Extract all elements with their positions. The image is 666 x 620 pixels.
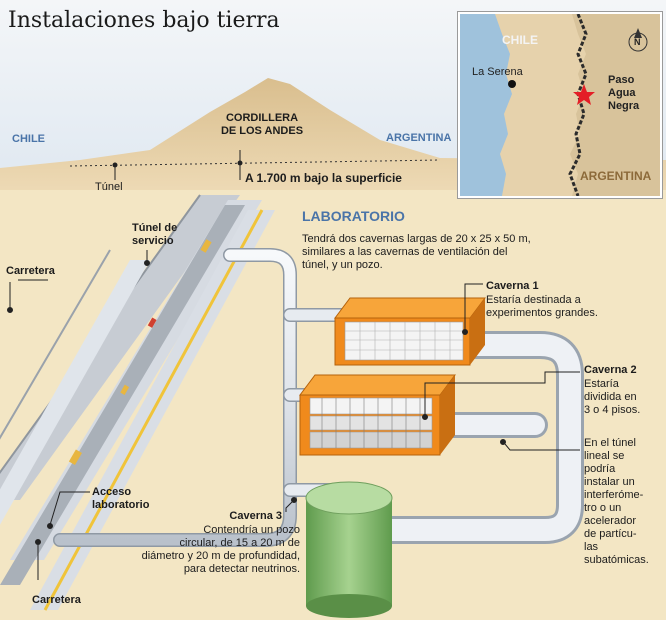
caverna-1-line1: Estaría destinada a — [486, 294, 581, 306]
tunel-lineal-line7: acelerador — [584, 515, 636, 527]
laboratorio-desc-line1: Tendrá dos cavernas largas de 20 x 25 x … — [302, 233, 531, 245]
caverna-2-title: Caverna 2 — [584, 364, 637, 376]
tunel-lineal-line1: En el túnel — [584, 437, 636, 449]
acceso-label-line1: Acceso — [92, 486, 132, 498]
tunel-lineal-line10: subatómicas. — [584, 554, 649, 566]
linear-tunnel — [366, 331, 584, 544]
caverna-1-line2: experimentos grandes. — [486, 307, 598, 319]
laboratorio-desc-line2: similares a las cavernas de ventilación … — [302, 246, 508, 258]
map-la-serena-label: La Serena — [472, 66, 523, 78]
caverna-3-line3: diámetro y 20 m de profundidad, — [141, 550, 300, 562]
tunnel-line — [69, 159, 441, 167]
cross-section-argentina-label: ARGENTINA — [386, 132, 452, 144]
tunel-lineal-line8: de partícu- — [584, 528, 637, 540]
acceso-label-line2: laboratorio — [92, 499, 150, 511]
caverna-3-line4: para detectar neutrinos. — [183, 563, 300, 575]
caverna-3-line2: circular, de 15 a 20 m de — [179, 537, 300, 549]
map-chile-label: CHILE — [502, 33, 538, 47]
tunel-label: Túnel — [95, 181, 123, 193]
laboratorio-desc-line3: túnel, y un pozo. — [302, 259, 383, 271]
caverna-3-title: Caverna 3 — [229, 510, 282, 522]
tunel-lineal-line5: interferóme- — [584, 489, 644, 501]
tunel-servicio-label-line1: Túnel de — [132, 222, 178, 234]
caverna-1 — [334, 297, 486, 366]
map-argentina-label: ARGENTINA — [580, 169, 652, 183]
tunel-lineal-line9: las — [584, 541, 599, 553]
tunel-lineal-line3: podría — [584, 463, 616, 475]
caverna-1-title: Caverna 1 — [486, 280, 539, 292]
caverna-3 — [305, 481, 393, 618]
tunel-lineal-line2: lineal se — [584, 450, 625, 462]
laboratorio-title: LABORATORIO — [302, 208, 405, 224]
vehicles — [68, 239, 212, 466]
map-paso-label-line2: Agua — [608, 87, 636, 99]
caverna-3-line1: Contendría un pozo — [203, 524, 300, 536]
caverna-2 — [299, 374, 456, 456]
caverna-2-line3: 3 o 4 pisos. — [584, 404, 641, 416]
north-icon: N — [634, 37, 641, 47]
page-title: Instalaciones bajo tierra — [8, 8, 280, 33]
leader-lines — [7, 250, 580, 580]
caverna-2-line1: Estaría — [584, 378, 619, 390]
cordillera-label-line2: DE LOS ANDES — [220, 125, 304, 137]
caverna-2-line2: dividida en — [584, 391, 637, 403]
carretera-top-label: Carretera — [6, 265, 55, 277]
cross-section-chile-label: CHILE — [12, 133, 45, 145]
tunel-lineal-line4: instalar un — [584, 476, 635, 488]
cordillera-label-line1: CORDILLERA — [225, 112, 299, 124]
depth-label: A 1.700 m bajo la superficie — [245, 171, 402, 185]
inset-map: CHILE ARGENTINA La Serena Paso Agua Negr… — [458, 12, 662, 198]
carretera-bottom-label: Carretera — [32, 594, 81, 606]
tunel-servicio-label-line2: servicio — [132, 235, 174, 247]
tunel-lineal-line6: tro o un — [584, 502, 622, 514]
map-paso-label-line1: Paso — [608, 74, 635, 86]
highway-tunnels — [0, 194, 275, 611]
map-paso-label-line3: Negra — [608, 100, 640, 112]
